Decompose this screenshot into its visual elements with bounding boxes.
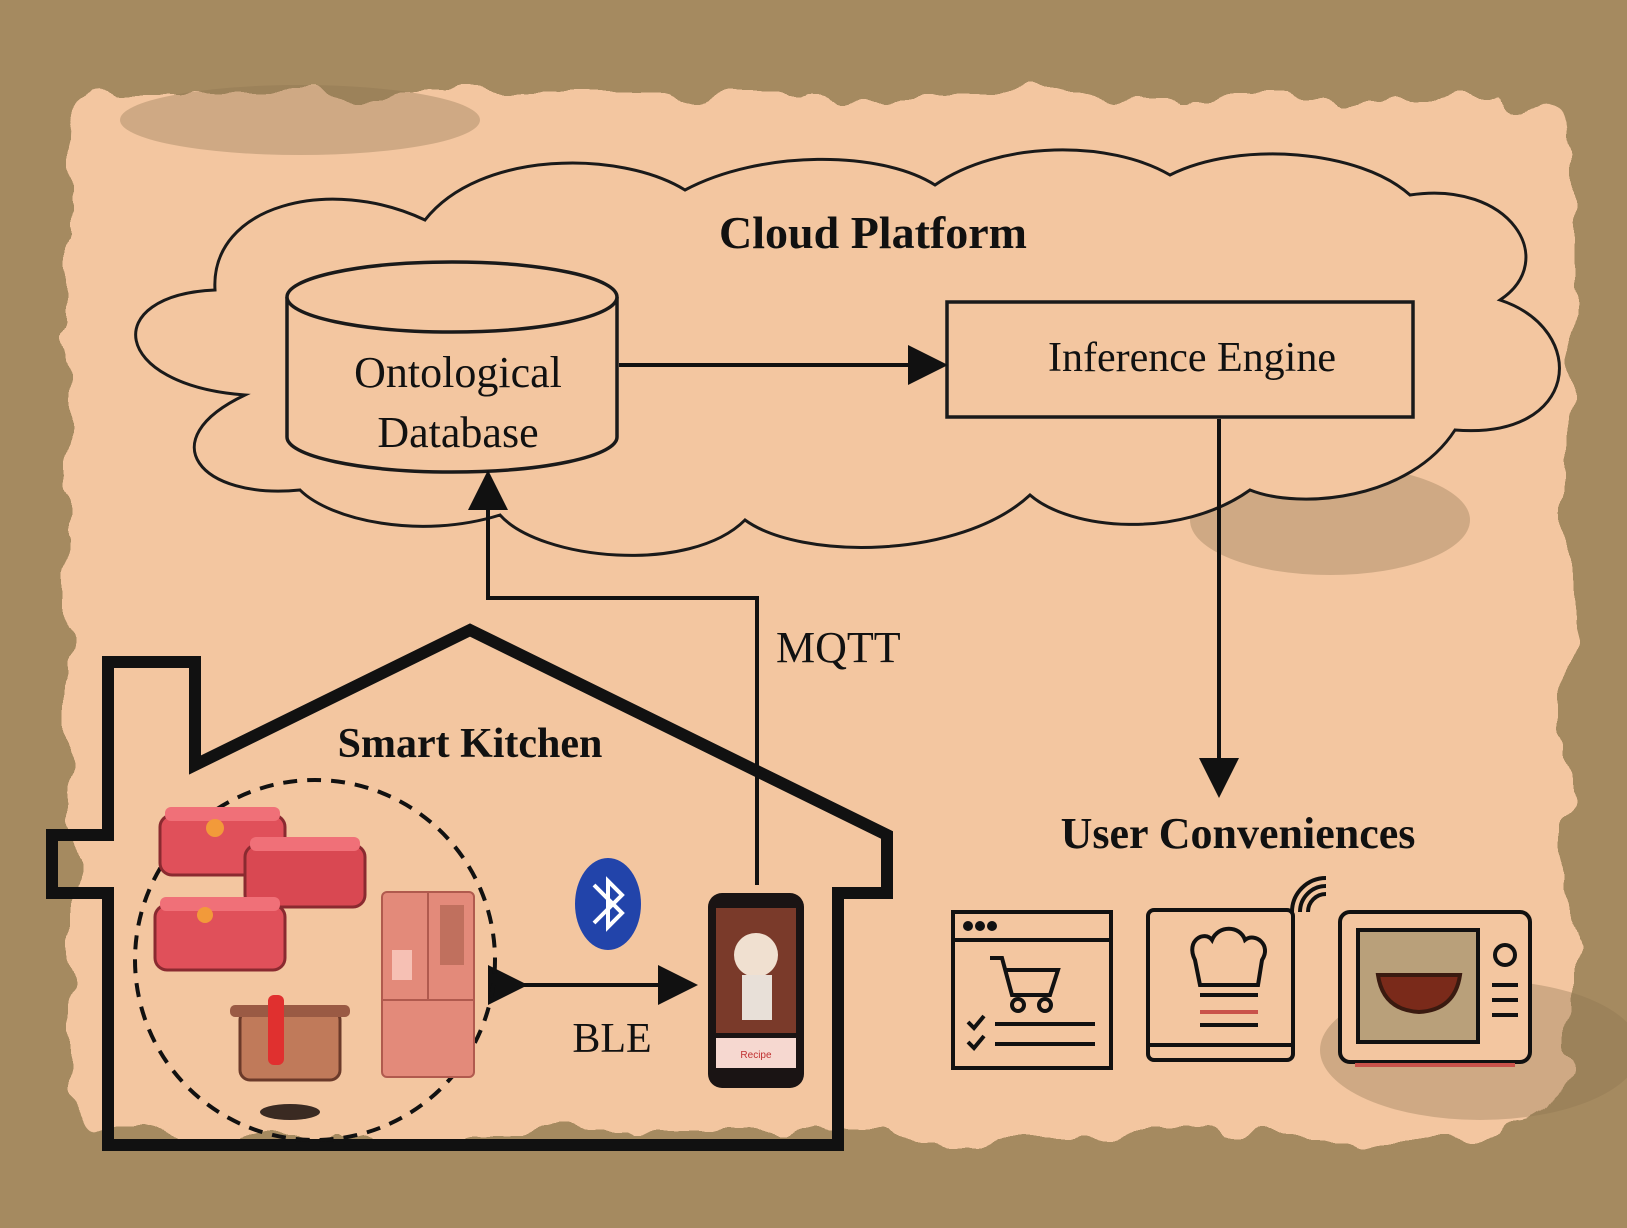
connectors — [468, 345, 1239, 1005]
bluetooth-icon — [575, 858, 641, 950]
cloud-platform-title: Cloud Platform — [719, 207, 1027, 258]
recipe-book-icon — [1146, 908, 1295, 1062]
inference-engine-label: Inference Engine — [1048, 335, 1336, 381]
smart-kitchen-title: Smart Kitchen — [337, 721, 603, 767]
user-conveniences-title: User Conveniences — [1060, 809, 1416, 858]
smart-microwave-icon — [1338, 910, 1532, 1067]
phone-screen-text: Recipe — [740, 1050, 772, 1061]
wifi-signal-icon — [1290, 876, 1327, 913]
food-container-icon — [153, 807, 367, 972]
shopping-list-icon — [951, 910, 1113, 1070]
database-label-line1: Ontological — [354, 348, 562, 397]
database-label: Ontological Database — [354, 343, 562, 463]
phone-to-db-mqtt-line — [468, 470, 759, 885]
mqtt-label: MQTT — [776, 623, 901, 672]
refrigerator-icon — [381, 891, 475, 1078]
house-outline — [46, 623, 893, 1151]
cooking-pot-icon — [230, 995, 350, 1120]
database-label-line2: Database — [377, 408, 539, 457]
ble-label: BLE — [572, 1016, 652, 1062]
database-cylinder — [285, 260, 619, 474]
device-cluster-circle — [133, 778, 497, 1142]
smartphone-icon: Recipe — [708, 893, 804, 1088]
